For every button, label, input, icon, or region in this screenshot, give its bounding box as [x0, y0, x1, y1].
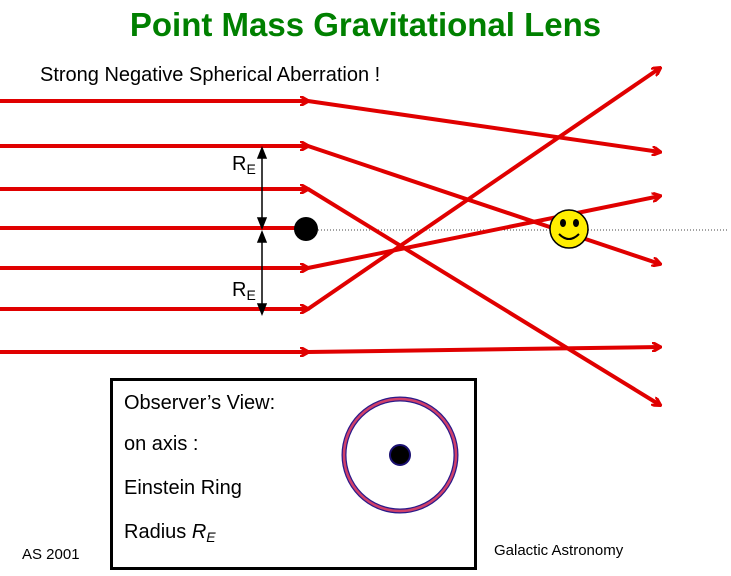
subtitle: Strong Negative Spherical Aberration ! [40, 64, 381, 86]
einstein-ring-figure [341, 396, 459, 514]
einstein-radius-label-upper: RE [232, 153, 256, 177]
observer-view-panel [110, 378, 477, 570]
observer-view-heading: Observer’s View: [124, 392, 276, 414]
einstein-radius-arrows [256, 145, 268, 317]
deflected-ray-inner-up [306, 187, 660, 405]
einstein-radius-label-lower: RE [232, 279, 256, 303]
incoming-rays [0, 101, 308, 352]
deflected-ray-lower [306, 68, 660, 311]
page-title: Point Mass Gravitational Lens [129, 6, 602, 43]
lens-mass [294, 217, 318, 241]
on-axis-text: on axis : [124, 433, 199, 455]
radius-text: Radius RE [124, 521, 216, 545]
deflected-ray-bottom [307, 347, 660, 354]
smiley-face-icon [549, 209, 589, 249]
deflected-ray-upper [307, 144, 660, 264]
deflected-ray-top [307, 99, 660, 152]
footer-course-name: Galactic Astronomy [494, 542, 624, 559]
deflected-ray-inner-down [307, 196, 660, 270]
footer-course-code: AS 2001 [22, 546, 80, 563]
ring-lens-dot [389, 444, 411, 466]
deflected-rays [306, 68, 660, 405]
einstein-ring-text: Einstein Ring [124, 477, 242, 499]
